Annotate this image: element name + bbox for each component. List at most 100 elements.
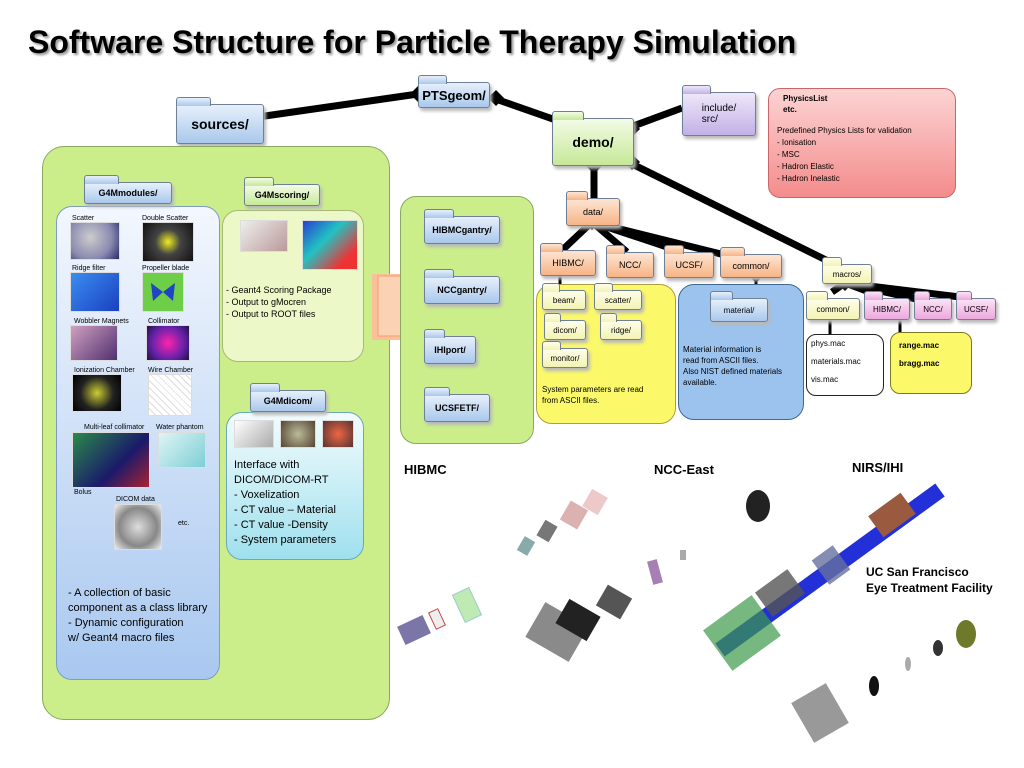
ionization-chamber-image [72, 374, 122, 412]
ridge-label: ridge/ [610, 325, 631, 335]
module-label-double-scatter: Double Scatter [142, 215, 189, 222]
scatter-label: scatter/ [604, 295, 632, 305]
ptsgeom-label: PTSgeom/ [422, 87, 486, 103]
macros-ucsf-folder[interactable]: UCSF/ [956, 291, 996, 320]
scatter-image [70, 222, 120, 260]
dicom-data-image [114, 504, 162, 550]
module-label-ridge-filter: Ridge filter [72, 265, 106, 272]
demo-label: demo/ [572, 134, 614, 150]
sources-folder[interactable]: sources/ [176, 97, 264, 144]
macros-common-files: phys.mac materials.mac vis.mac [806, 334, 884, 396]
modules-description: - A collection of basic component as a c… [68, 587, 208, 644]
include-src-label: include/ src/ [701, 103, 737, 125]
common-data-folder[interactable]: common/ [720, 247, 782, 278]
macros-ncc-folder[interactable]: NCC/ [914, 291, 952, 320]
monitor-folder[interactable]: monitor/ [542, 341, 588, 368]
physics-list-desc: Predefined Physics Lists for validation … [777, 126, 912, 183]
macros-common-files-text: phys.mac materials.mac vis.mac [811, 339, 861, 384]
common-data-label: common/ [732, 261, 770, 271]
material-info-text: Material information is read from ASCII … [683, 345, 783, 387]
include-src-folder[interactable]: include/ src/ [682, 85, 756, 136]
ptsgeom-folder[interactable]: PTSgeom/ [418, 75, 490, 108]
macros-folder[interactable]: macros/ [822, 257, 872, 284]
macros-ncc-label: NCC/ [923, 304, 943, 314]
g4mscoring-folder[interactable]: G4Mscoring/ [244, 177, 320, 206]
scoring-image-2 [302, 220, 358, 270]
ncc-beamline [516, 488, 686, 662]
g4mdicom-folder[interactable]: G4Mdicom/ [250, 383, 326, 412]
monitor-label: monitor/ [550, 353, 580, 363]
nccgantry-label: NCCgantry/ [437, 285, 487, 295]
multi-leaf-collimator-image [72, 432, 150, 488]
page-title: Software Structure for Particle Therapy … [28, 24, 797, 60]
physics-list-title: PhysicsList etc. [783, 94, 828, 114]
material-label: material/ [723, 305, 755, 315]
module-label-ionization-chamber: Ionization Chamber [74, 367, 135, 374]
scoring-image-1 [240, 220, 288, 252]
collimator-image [146, 325, 190, 361]
data-folder[interactable]: data/ [566, 191, 620, 226]
demo-folder[interactable]: demo/ [552, 111, 634, 166]
dicom-image-1 [234, 420, 274, 448]
macros-hibmc-files: range.mac bragg.mac [890, 332, 972, 394]
ucsf-beamline [791, 620, 976, 743]
wobbler-magnets-image [70, 325, 118, 361]
scatter-folder[interactable]: scatter/ [594, 283, 642, 310]
macros-hibmc-folder[interactable]: HIBMC/ [864, 291, 910, 320]
module-label-wobbler-magnets: Wobbler Magnets [74, 318, 129, 325]
hibmc-beamline [397, 586, 483, 645]
g4mmodules-folder[interactable]: G4Mmodules/ [84, 175, 172, 204]
nirs-beamline [703, 483, 945, 671]
hibmc-data-label: HIBMC/ [552, 258, 584, 268]
ihiport-folder[interactable]: IHIport/ [424, 329, 476, 364]
macros-hibmc-files-text: range.mac bragg.mac [899, 341, 940, 368]
physics-list-box: PhysicsList etc. Predefined Physics List… [768, 88, 956, 198]
ncc-data-folder[interactable]: NCC/ [606, 245, 654, 278]
facility-ncc-label: NCC-East [654, 462, 714, 477]
module-label-etc: etc. [178, 520, 190, 527]
module-label-collimator: Collimator [148, 318, 180, 325]
macros-common-folder[interactable]: common/ [806, 291, 860, 320]
double-scatter-image [142, 222, 194, 262]
data-label: data/ [582, 207, 604, 217]
ucsfetf-label: UCSFETF/ [435, 403, 479, 413]
hibmcgantry-folder[interactable]: HIBMCgantry/ [424, 209, 500, 244]
dicom-folder[interactable]: dicom/ [544, 313, 586, 340]
module-label-multi-leaf-collimator: Multi-leaf collimator [84, 424, 145, 431]
propeller-blade-image [142, 272, 184, 312]
ucsf-data-folder[interactable]: UCSF/ [664, 245, 714, 278]
module-label-scatter: Scatter [72, 215, 95, 222]
beam-folder[interactable]: beam/ [542, 283, 586, 310]
module-label-bolus: Bolus [74, 489, 92, 496]
macros-common-label: common/ [816, 304, 850, 314]
material-folder[interactable]: material/ [710, 291, 768, 322]
dicom-image-2 [280, 420, 316, 448]
sources-label: sources/ [191, 116, 249, 132]
ncc-data-label: NCC/ [619, 260, 641, 270]
water-phantom-image [158, 432, 206, 468]
g4mdicom-label: G4Mdicom/ [263, 396, 313, 406]
facility-hibmc-label: HIBMC [404, 462, 447, 477]
hibmcgantry-label: HIBMCgantry/ [432, 225, 492, 235]
ridge-filter-image [70, 272, 120, 312]
facility-nirs-label: NIRS/IHI [852, 460, 904, 475]
beam-label: beam/ [552, 295, 576, 305]
ridge-folder[interactable]: ridge/ [600, 313, 642, 340]
scoring-description: - Geant4 Scoring Package - Output to gMo… [226, 285, 332, 319]
macros-hibmc-label: HIBMC/ [873, 304, 901, 314]
wire-chamber-image [148, 374, 192, 416]
hibmc-data-folder[interactable]: HIBMC/ [540, 243, 596, 276]
g4mscoring-label: G4Mscoring/ [254, 190, 310, 200]
ihiport-label: IHIport/ [434, 345, 466, 355]
dicom-image-3 [322, 420, 354, 448]
ucsfetf-folder[interactable]: UCSFETF/ [424, 387, 490, 422]
facility-ucsf-label: UC San Francisco Eye Treatment Facility [866, 565, 993, 595]
module-label-propeller-blade: Propeller blade [142, 265, 190, 272]
module-label-dicom-data: DICOM data [116, 496, 155, 503]
nccgantry-folder[interactable]: NCCgantry/ [424, 269, 500, 304]
dicom-description: Interface with DICOM/DICOM-RT - Voxeliza… [234, 459, 337, 546]
g4mmodules-label: G4Mmodules/ [98, 188, 158, 198]
module-label-water-phantom: Water phantom [156, 424, 204, 431]
system-params-text: System parameters are read from ASCII fi… [542, 385, 644, 405]
